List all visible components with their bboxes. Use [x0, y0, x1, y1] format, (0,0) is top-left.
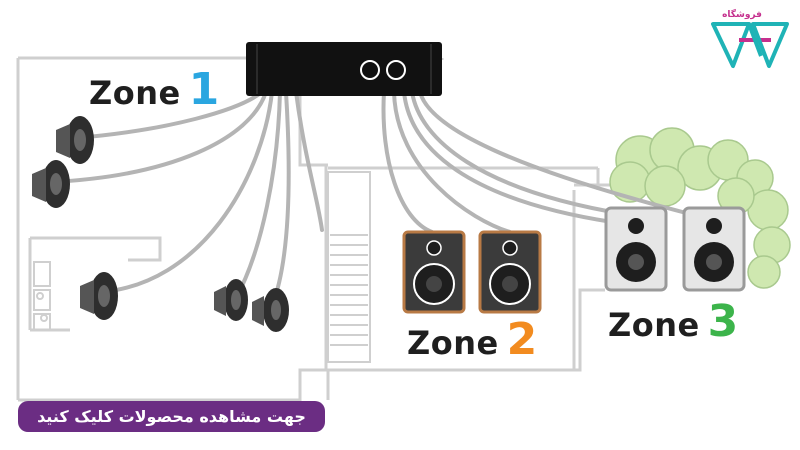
zone1-ceiling-speaker [252, 288, 289, 332]
zone-1-number: 1 [188, 64, 220, 115]
shrubs [609, 127, 791, 289]
amplifier [246, 42, 442, 96]
zone3-outdoor-speaker [604, 206, 668, 292]
zone1-ceiling-speaker [214, 279, 248, 321]
zone-2-word: Zone [407, 324, 499, 362]
zone1-ceiling-speaker [56, 116, 94, 164]
speaker-cables [50, 90, 692, 308]
zone-2-number: 2 [506, 314, 538, 365]
zone2-floor-speaker [478, 230, 542, 314]
brand-small-text: فروشگاه [722, 10, 762, 20]
zone-1-word: Zone [89, 74, 181, 112]
brand-logo-icon [711, 22, 789, 68]
zone-3-number: 3 [707, 296, 739, 347]
zone2-floor-speaker [402, 230, 466, 314]
kitchen-counters [33, 261, 51, 331]
zone3-outdoor-speaker [682, 206, 746, 292]
zone-3-word: Zone [608, 306, 700, 344]
zone1-ceiling-speaker [80, 272, 118, 320]
stairs [327, 171, 371, 363]
zone1-ceiling-speaker [32, 160, 70, 208]
view-products-button[interactable]: جهت مشاهده محصولات کلیک کنید [18, 401, 325, 432]
